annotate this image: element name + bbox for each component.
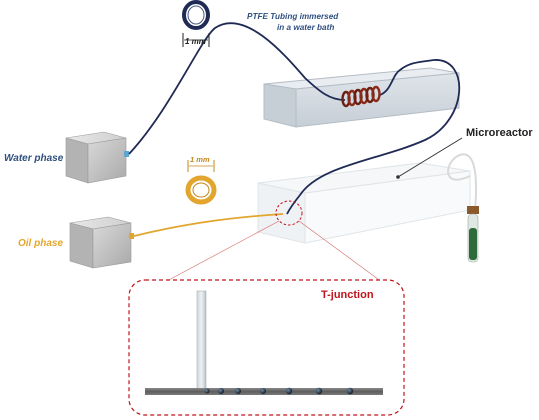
water-tubing-return xyxy=(379,59,435,96)
coil-in-bath xyxy=(341,85,381,108)
navy-ring-icon xyxy=(182,0,210,30)
junction-vertical-inlet xyxy=(196,290,207,390)
scale-label-top: 1 mm xyxy=(185,37,206,46)
orange-ring-icon xyxy=(185,175,217,205)
microreactor-pointer-dot xyxy=(396,175,400,179)
outlet-tubing xyxy=(447,153,478,211)
water-pump-outlet xyxy=(124,151,129,157)
oil-tubing xyxy=(133,213,284,237)
scale-bar-mid xyxy=(187,160,215,172)
scale-label-mid: 1 mm xyxy=(190,155,210,164)
zoom-line-right xyxy=(298,220,383,283)
oil-pump-outlet xyxy=(129,233,134,239)
ptfe-label-line1: PTFE Tubing immersed xyxy=(247,12,339,21)
vial-icon xyxy=(467,206,479,263)
oil-pump xyxy=(69,216,134,269)
microreactor-pointer xyxy=(397,137,463,178)
water-tubing-to-reactor xyxy=(286,59,461,215)
t-junction-marker xyxy=(275,200,303,226)
water-pump xyxy=(65,131,129,184)
scale-bar-top xyxy=(182,33,210,47)
zoom-line-left xyxy=(164,220,280,283)
t-junction-label: T-junction xyxy=(321,289,374,301)
microreactor-label: Microreactor xyxy=(466,127,533,139)
droplets xyxy=(204,387,354,395)
water-phase-label: Water phase xyxy=(4,153,64,164)
microreactor-block xyxy=(257,162,471,244)
oil-phase-label: Oil phase xyxy=(18,238,63,249)
water-tubing xyxy=(128,22,346,155)
ptfe-label-line2: in a water bath xyxy=(277,23,334,32)
